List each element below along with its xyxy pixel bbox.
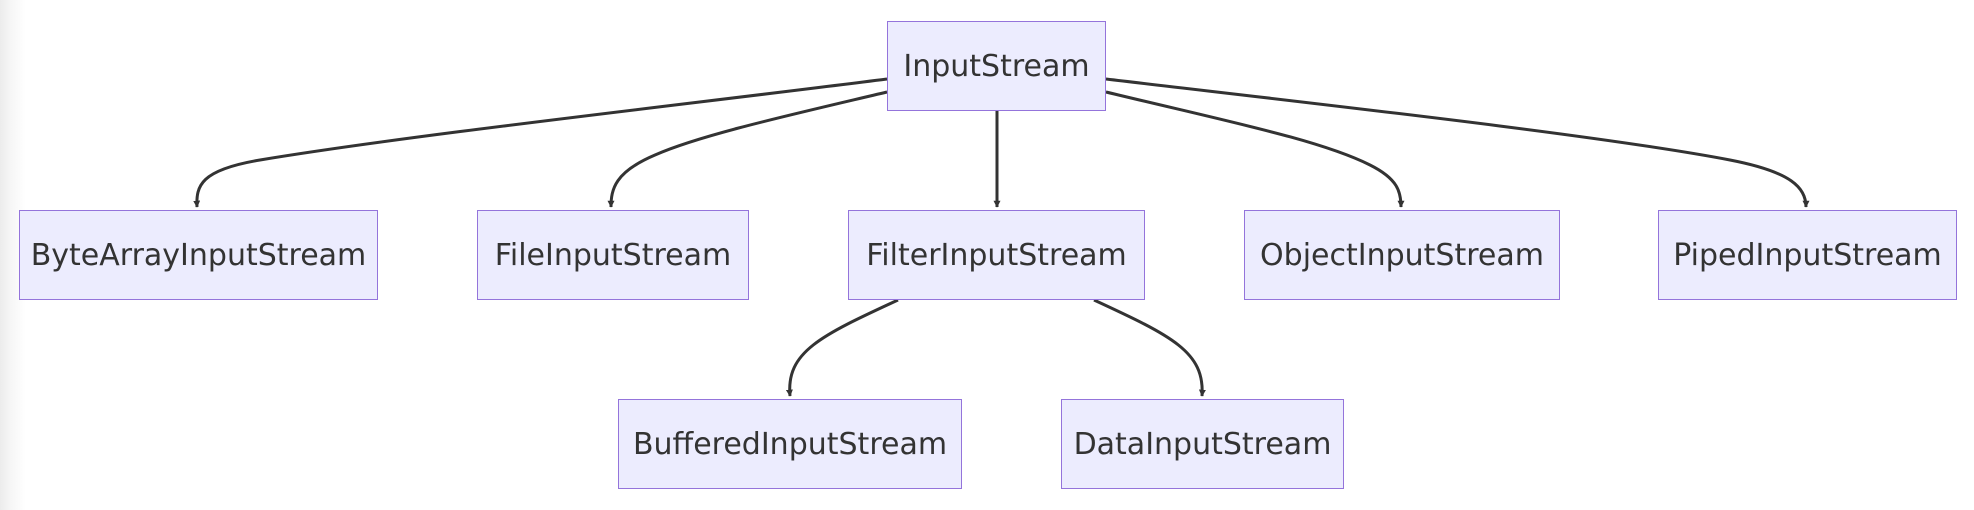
node-label-bytearrayinputstream: ByteArrayInputStream: [30, 237, 367, 273]
edge-inputstream-bytearrayinputstream: [193, 77, 888, 208]
node-objectinputstream: ObjectInputStream: [1244, 210, 1560, 300]
node-label-pipedinputstream: PipedInputStream: [1673, 237, 1942, 273]
node-label-objectinputstream: ObjectInputStream: [1260, 237, 1544, 273]
node-bytearrayinputstream: ByteArrayInputStream: [19, 210, 378, 300]
node-bufferedinputstream: BufferedInputStream: [618, 399, 962, 489]
edge-inputstream-fileinputstream: [607, 90, 888, 208]
edge-inputstream-objectinputstream: [1105, 90, 1405, 208]
edge-inputstream-pipedinputstream: [1105, 77, 1810, 208]
edge-filterinputstream-bufferedinputstream: [785, 298, 899, 397]
node-pipedinputstream: PipedInputStream: [1658, 210, 1957, 300]
node-datainputstream: DataInputStream: [1061, 399, 1344, 489]
node-inputstream: InputStream: [887, 21, 1106, 111]
node-label-datainputstream: DataInputStream: [1073, 426, 1332, 462]
node-label-fileinputstream: FileInputStream: [494, 237, 732, 273]
node-label-filterinputstream: FilterInputStream: [866, 237, 1127, 273]
node-label-inputstream: InputStream: [903, 48, 1090, 84]
node-label-bufferedinputstream: BufferedInputStream: [632, 426, 948, 462]
edge-filterinputstream-datainputstream: [1093, 298, 1206, 397]
node-filterinputstream: FilterInputStream: [848, 210, 1145, 300]
node-fileinputstream: FileInputStream: [477, 210, 749, 300]
